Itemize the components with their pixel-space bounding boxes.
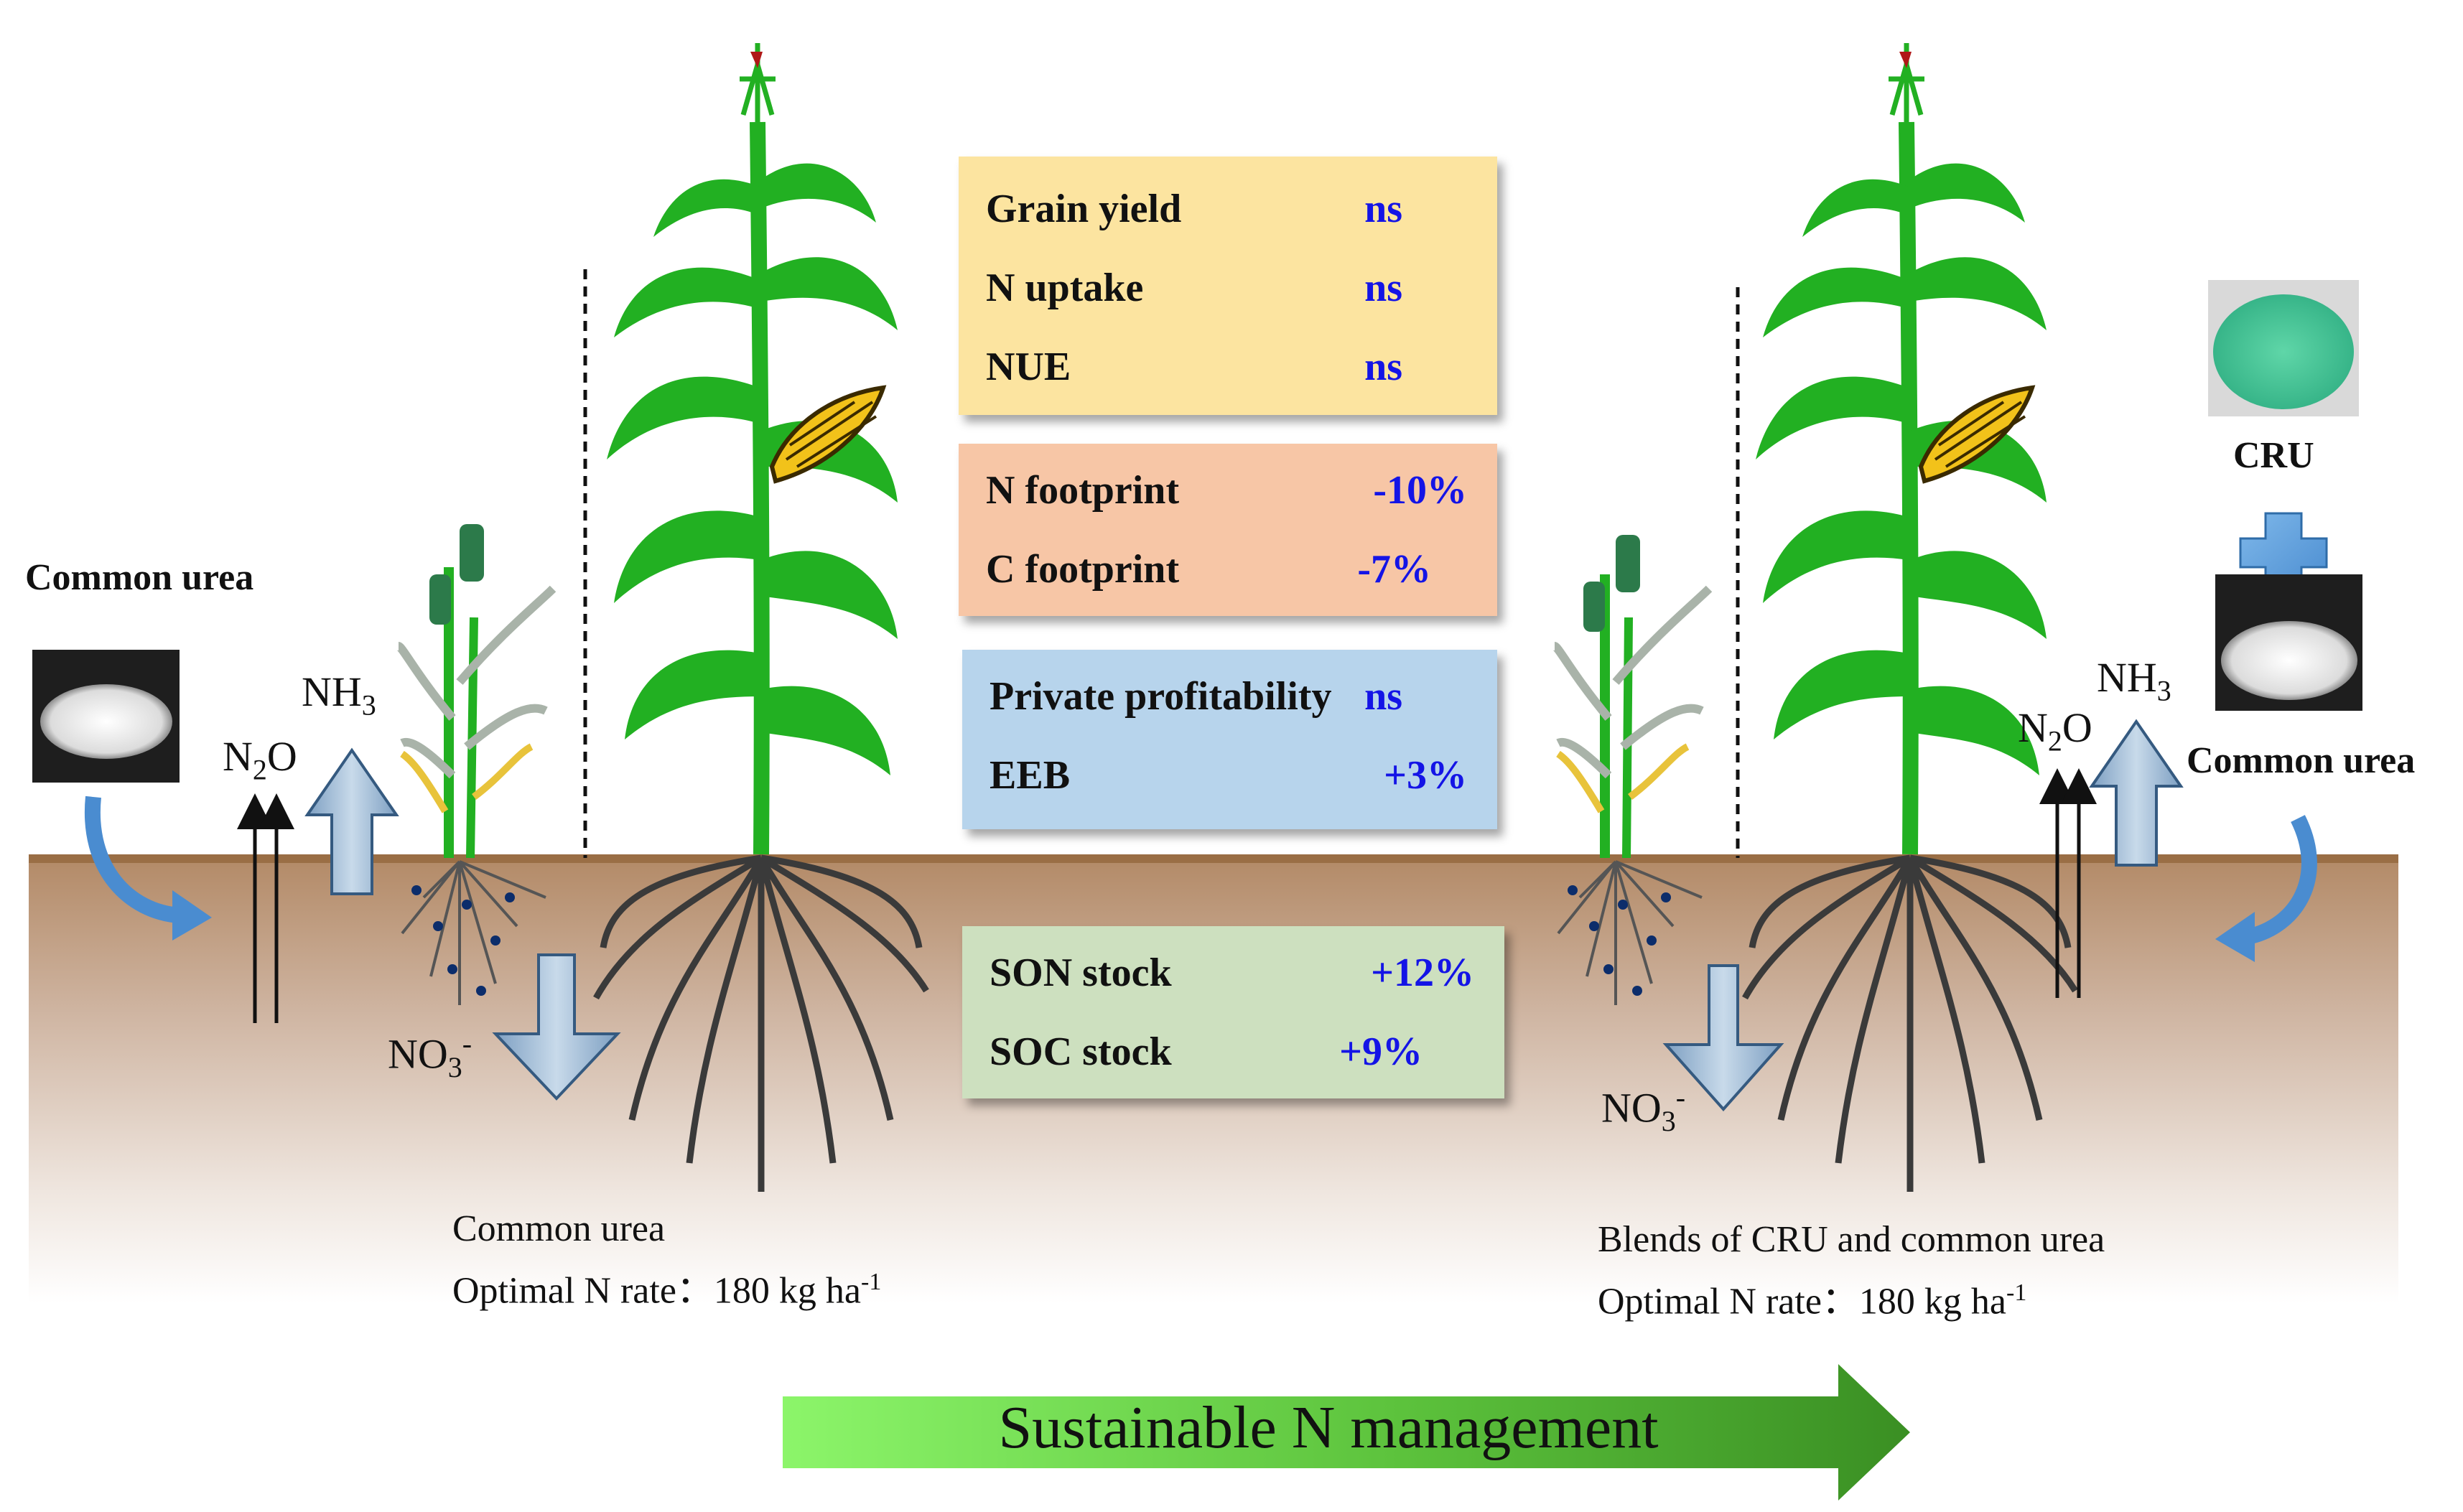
- right-large-maize-plant: [1742, 43, 2078, 1192]
- c-footprint-label: C footprint: [986, 547, 1180, 592]
- eeb-row: EEB +3%: [962, 750, 1497, 801]
- left-n2o-label: N2O: [223, 732, 297, 787]
- left-caption: Common urea Optimal N rate：180 kg ha-1: [452, 1203, 881, 1317]
- soil-surface-line: [29, 854, 2398, 863]
- sustainable-n-management-label: Sustainable N management: [998, 1394, 1659, 1461]
- eeb-label: EEB: [990, 753, 1071, 798]
- eeb-value: +3%: [1384, 753, 1467, 798]
- right-nh3-label: NH3: [2097, 653, 2171, 708]
- soc-stock-label: SOC stock: [990, 1030, 1172, 1074]
- right-urea-photo: [2215, 574, 2362, 711]
- yield-metrics-box: Grain yield ns N uptake ns NUE ns: [959, 157, 1497, 415]
- right-nh3-sub: 3: [2156, 674, 2171, 707]
- right-curved-arrowhead-icon: [2215, 912, 2255, 962]
- left-curved-arrowhead-icon: [172, 890, 212, 941]
- left-nh3-up-arrow-icon: [304, 747, 399, 895]
- private-profitability-row: Private profitability ns: [962, 671, 1497, 722]
- right-curved-arrow-icon: [2245, 815, 2317, 945]
- right-caption-line2: Optimal N rate：180 kg ha-1: [1598, 1266, 2105, 1328]
- grain-yield-value: ns: [1364, 187, 1402, 231]
- son-stock-row: SON stock +12%: [962, 948, 1504, 998]
- right-nh3-up-arrow-icon: [2089, 719, 2184, 867]
- nue-value: ns: [1364, 345, 1402, 389]
- left-n2o-sub: 2: [252, 753, 267, 786]
- c-footprint-value: -7%: [1357, 547, 1431, 592]
- profit-metrics-box: Private profitability ns EEB +3%: [962, 650, 1497, 829]
- nue-label: NUE: [986, 345, 1071, 389]
- footprint-metrics-box: N footprint -10% C footprint -7%: [959, 444, 1497, 616]
- left-curved-arrow-icon: [84, 795, 181, 923]
- left-large-maize-plant: [593, 43, 929, 1192]
- left-caption-line2: Optimal N rate：180 kg ha-1: [452, 1256, 881, 1317]
- right-no3-label: NO3-: [1601, 1081, 1685, 1138]
- left-nh3-base: NH: [302, 668, 362, 715]
- left-no3-sub: 3: [447, 1050, 462, 1083]
- left-caption-rate: 180 kg ha: [713, 1270, 861, 1312]
- n-uptake-row: N uptake ns: [959, 263, 1497, 313]
- left-caption-prefix: Optimal N rate：: [452, 1270, 714, 1312]
- right-n2o-post: O: [2062, 704, 2092, 751]
- n-uptake-label: N uptake: [986, 266, 1144, 310]
- left-caption-line1: Common urea: [452, 1208, 666, 1249]
- left-no3-label: NO3-: [388, 1027, 472, 1084]
- private-profitability-value: ns: [1364, 674, 1402, 719]
- left-common-urea-label: Common urea: [25, 557, 254, 598]
- right-small-maize-plant: [1552, 535, 1713, 1005]
- right-caption-line1: Blends of CRU and common urea: [1598, 1219, 2105, 1260]
- soil-metrics-box: SON stock +12% SOC stock +9%: [962, 926, 1504, 1098]
- left-nh3-sub: 3: [361, 689, 376, 722]
- right-caption-exp: -1: [2006, 1279, 2027, 1306]
- n-footprint-label: N footprint: [986, 468, 1180, 513]
- left-caption-exp: -1: [861, 1269, 882, 1295]
- right-no3-sub: 3: [1661, 1104, 1676, 1137]
- c-footprint-row: C footprint -7%: [959, 544, 1497, 594]
- left-no3-sup: -: [462, 1027, 472, 1060]
- right-caption-rate: 180 kg ha: [1858, 1281, 2006, 1322]
- n-footprint-value: -10%: [1373, 468, 1467, 513]
- soc-stock-row: SOC stock +9%: [962, 1027, 1504, 1077]
- left-n2o-pre: N: [223, 733, 253, 780]
- sustainable-arrow: [783, 1364, 1910, 1501]
- n-footprint-row: N footprint -10%: [959, 465, 1497, 515]
- left-n2o-post: O: [266, 733, 297, 780]
- right-n2o-pre: N: [2018, 704, 2048, 751]
- cru-label: CRU: [2233, 435, 2314, 476]
- soc-stock-value: +9%: [1339, 1030, 1423, 1074]
- nue-row: NUE ns: [959, 342, 1497, 392]
- son-stock-label: SON stock: [990, 951, 1172, 995]
- right-no3-down-arrow-icon: [1662, 964, 1784, 1112]
- right-common-urea-label: Common urea: [2187, 740, 2416, 781]
- right-caption: Blends of CRU and common urea Optimal N …: [1598, 1213, 2105, 1328]
- right-n2o-sub: 2: [2047, 724, 2062, 757]
- right-no3-sup: -: [1675, 1081, 1686, 1114]
- n-uptake-value: ns: [1364, 266, 1402, 310]
- right-n2o-label: N2O: [2018, 704, 2092, 758]
- right-no3-base: NO: [1601, 1084, 1662, 1131]
- grain-yield-row: Grain yield ns: [959, 184, 1497, 234]
- right-caption-prefix: Optimal N rate：: [1598, 1281, 1859, 1322]
- private-profitability-label: Private profitability: [990, 674, 1332, 719]
- son-stock-value: +12%: [1371, 951, 1474, 995]
- right-nh3-base: NH: [2097, 654, 2157, 701]
- left-no3-base: NO: [388, 1030, 448, 1078]
- left-small-maize-plant: [396, 524, 557, 1005]
- left-urea-photo: [32, 650, 180, 783]
- left-no3-down-arrow-icon: [492, 953, 621, 1101]
- left-nh3-label: NH3: [302, 668, 376, 722]
- grain-yield-label: Grain yield: [986, 187, 1182, 231]
- cru-granules-photo: [2208, 280, 2359, 416]
